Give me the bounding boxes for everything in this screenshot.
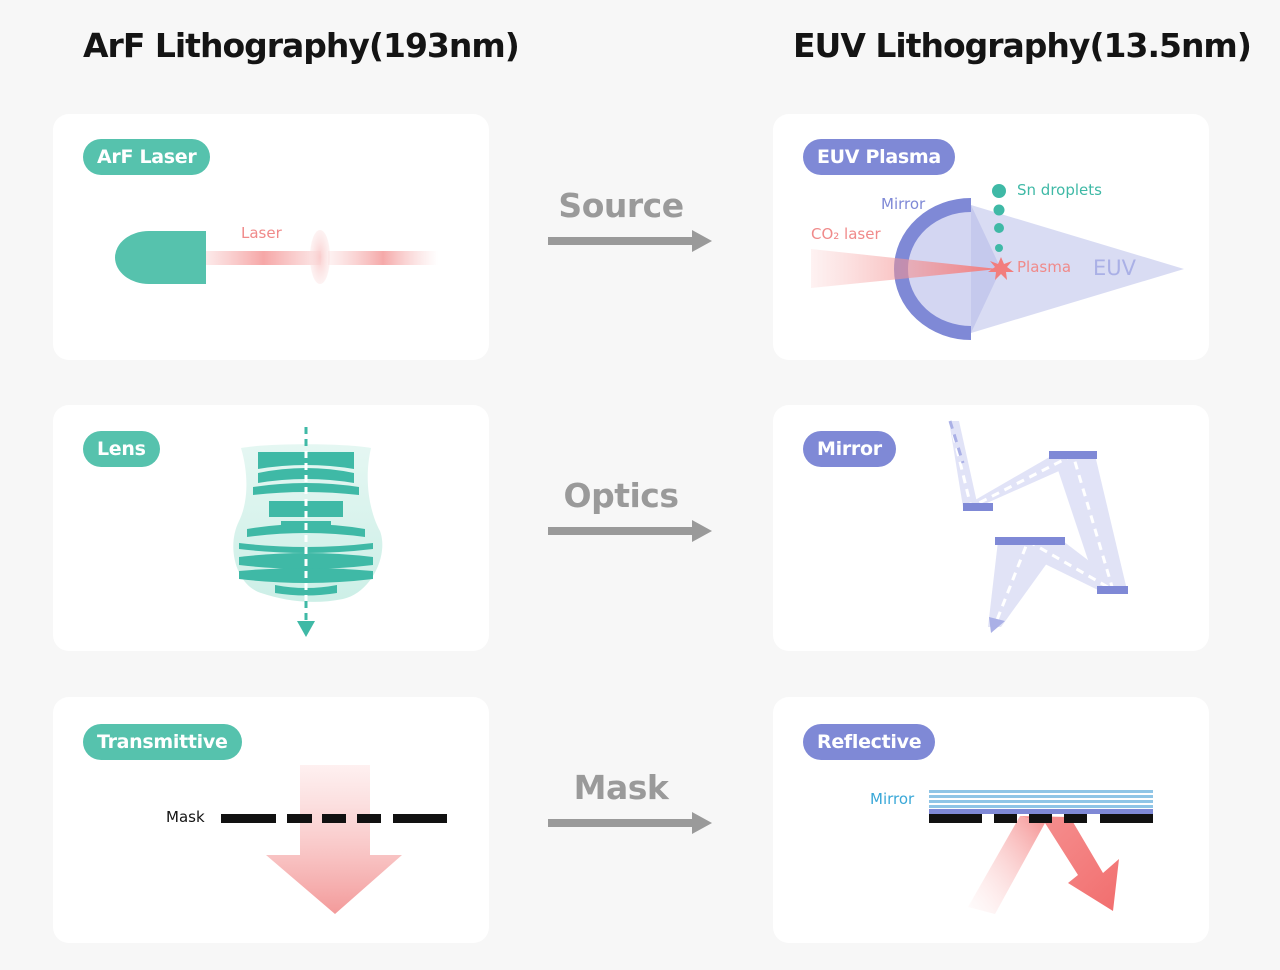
euv-source-panel: EUV Plasma Mirror CO₂ laser Sn droplets … <box>773 114 1209 360</box>
arf-source-panel: ArF Laser Laser <box>53 114 489 360</box>
sn-droplets-label: Sn droplets <box>1017 181 1102 199</box>
mask-absorber <box>929 814 1153 823</box>
lens-element <box>310 230 330 284</box>
arf-mask-panel: Transmittive Mask <box>53 697 489 943</box>
mirror-element <box>1049 451 1097 459</box>
light-arrow <box>266 765 402 914</box>
sn-droplet <box>994 223 1004 233</box>
laser-emitter-icon <box>115 231 206 284</box>
euv-output-label: EUV <box>1093 256 1137 280</box>
euv-emission-cone <box>971 205 1184 333</box>
reflected-beam <box>1020 816 1119 911</box>
euv-plasma-illustration <box>811 184 1184 340</box>
light-path <box>948 420 1116 626</box>
laser-beam-right <box>328 251 438 265</box>
mirror-element <box>995 537 1065 545</box>
mirror-tag: Mirror <box>803 431 896 467</box>
sn-droplet <box>995 244 1003 252</box>
mask-row-label: Mask <box>573 768 669 807</box>
euv-mask-panel: Reflective Mirror <box>773 697 1209 943</box>
arf-laser-illustration <box>115 230 438 284</box>
mask-label: Mask <box>166 808 205 826</box>
euv-column-title: EUV Lithography(13.5nm) <box>793 26 1252 65</box>
euv-mirror-path-illustration <box>948 420 1128 633</box>
transmittive-mask-illustration <box>221 765 447 914</box>
euv-plasma-tag: EUV Plasma <box>803 139 955 175</box>
mirror-layer-label: Mirror <box>870 790 915 808</box>
mirror-element <box>963 503 993 511</box>
multilayer-mirror <box>929 790 1153 814</box>
reflective-mask-illustration <box>929 790 1153 914</box>
mirror-label: Mirror <box>881 195 926 213</box>
transmittive-tag: Transmittive <box>83 724 242 760</box>
co2-laser-beam <box>811 249 998 288</box>
sn-droplet <box>993 204 1005 216</box>
reflective-tag: Reflective <box>803 724 936 760</box>
mirror-element <box>1097 586 1128 594</box>
euv-optics-panel: Mirror <box>773 405 1209 651</box>
lens-tag: Lens <box>83 431 160 467</box>
arf-optics-panel: Lens <box>53 405 489 651</box>
sn-droplet <box>992 184 1006 198</box>
right-arrow-icon <box>692 230 712 252</box>
mask-pattern <box>221 814 447 823</box>
arf-column-title: ArF Lithography(193nm) <box>83 26 520 65</box>
plasma-burst-icon <box>988 257 1014 280</box>
lens-stack-icon <box>233 427 383 637</box>
lens-stack-illustration <box>233 427 383 637</box>
right-arrow-icon <box>692 520 712 542</box>
plasma-label: Plasma <box>1017 258 1072 276</box>
source-label: Source <box>558 186 684 225</box>
optics-label: Optics <box>563 476 679 515</box>
arf-laser-tag: ArF Laser <box>83 139 211 175</box>
laser-beam-left <box>206 251 321 265</box>
right-arrow-icon <box>692 812 712 834</box>
laser-beam-label: Laser <box>241 224 282 242</box>
incident-beam <box>968 816 1045 914</box>
co2-laser-label: CO₂ laser <box>811 225 881 243</box>
